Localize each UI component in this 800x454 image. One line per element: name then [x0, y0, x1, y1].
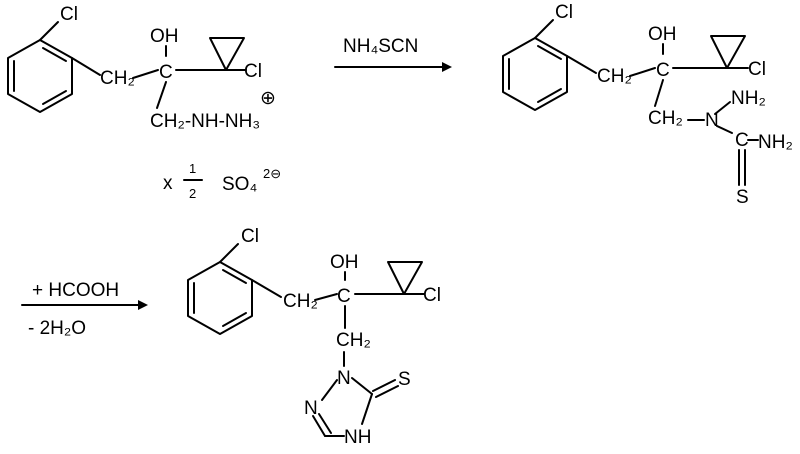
reagent-formic-acid: + HCOOH [32, 280, 119, 301]
product2-cyclopropyl-cl: Cl [423, 285, 441, 306]
reactant-positive-charge: ⊕ [260, 88, 276, 109]
arrow-2-head [138, 300, 148, 310]
product2-n1-cs-bond [351, 377, 373, 395]
product2-ring-n1: N [337, 368, 351, 389]
product2-ch2-c-bond [314, 293, 338, 301]
product1-n-atom: N [705, 110, 719, 131]
reagent-ammonium-thiocyanate: NH₄SCN [343, 36, 418, 57]
reagent-water-loss: - 2H₂O [28, 318, 86, 339]
product2-ring-double-bond [222, 269, 247, 284]
product1-hydroxy: OH [648, 24, 677, 45]
arrow-1-head [442, 62, 452, 72]
product1-side-ch2: CH₂ [648, 108, 683, 129]
reaction-arrow-2: + HCOOH - 2H₂O [21, 280, 148, 339]
product1-c-ch2-bond [654, 79, 664, 107]
product1-n-c-bond [716, 125, 733, 134]
reactant-benzylic-ch2: CH₂ [100, 68, 135, 89]
product2-n1-n2-bond [321, 379, 338, 401]
reactant-side-chain: CH₂-NH-NH₃ [150, 111, 260, 132]
reactant-ring-ch2-bond [71, 57, 101, 76]
product1-benzylic-ch2: CH₂ [597, 66, 632, 87]
reactant-cyclopropyl-cl: Cl [244, 61, 262, 82]
product2-cs-nh-bond [361, 393, 373, 425]
reactant-molecule: Cl CH₂ C OH Cl CH₂-NH-NH₃ ⊕ [7, 4, 276, 132]
triazolethione-product: Cl CH₂ C OH Cl CH₂ N N NH S [187, 226, 441, 448]
product2-ring-ch2-bond [251, 279, 282, 298]
product2-cyclopropane-ring [387, 261, 423, 295]
product1-ring-double-bond [537, 88, 562, 103]
product2-c-s-bond-b [375, 385, 399, 398]
product1-ring-ch2-bond [566, 55, 597, 74]
reactant-c-ch2-bond [156, 81, 167, 109]
product1-thio-c: C [735, 130, 749, 151]
counterion-fraction-denominator: 2 [189, 186, 196, 201]
reactant-hydroxy: OH [150, 26, 179, 47]
product2-ring-ch2: CH₂ [336, 330, 371, 351]
product1-aryl-cl-bond [534, 19, 554, 39]
reactant-aryl-cl-bond [39, 21, 59, 41]
reactant-aryl-cl: Cl [60, 4, 78, 25]
counterion-anion-charge: 2⊖ [263, 166, 281, 181]
product2-aryl-cl: Cl [241, 226, 259, 247]
product2-benzylic-ch2: CH₂ [283, 291, 318, 312]
product1-quaternary-c: C [656, 60, 670, 81]
product1-ring-double-bond [537, 45, 562, 60]
counterion-sulfate: x 1 2 SO₄ 2⊖ [163, 161, 281, 201]
product1-nh2-top: NH₂ [731, 88, 766, 109]
product1-nh2-right: NH₂ [758, 132, 793, 153]
reactant-ring-double-bond [42, 90, 67, 105]
reactant-quaternary-c: C [159, 62, 173, 83]
product2-c-s-bond-a [372, 379, 396, 392]
reactant-ch2-c-bond [132, 69, 159, 79]
reactant-ring-double-bond [42, 47, 67, 62]
product2-ring-n2: N [304, 398, 318, 419]
product1-benzene-ring [502, 37, 568, 111]
product2-ring-nh: NH [344, 427, 371, 448]
counterion-multiplier: x [163, 173, 173, 194]
product1-cyclopropane-ring [710, 35, 746, 69]
product1-aryl-cl: Cl [555, 2, 573, 23]
counterion-anion: SO₄ [222, 174, 257, 195]
reaction-arrow-1: NH₄SCN [334, 36, 452, 72]
counterion-fraction-numerator: 1 [189, 161, 196, 176]
product2-aryl-cl-bond [219, 243, 239, 263]
product2-n2-ch-bond-a [312, 415, 326, 437]
product2-ring-double-bond [222, 312, 247, 327]
reactant-cyclopropane-ring [209, 37, 245, 71]
product2-thione-s: S [398, 369, 411, 390]
product2-quaternary-c: C [337, 286, 351, 307]
product2-n2-ch-bond-b [318, 413, 332, 434]
product1-sulfur: S [736, 187, 749, 208]
product2-benzene-ring [187, 261, 253, 335]
thiosemicarbazide-product: Cl CH₂ C OH Cl CH₂ N NH₂ C NH₂ S [502, 2, 793, 208]
reactant-benzene-ring [7, 39, 73, 113]
product2-hydroxy: OH [330, 252, 359, 273]
product1-n-nh2-bond [714, 101, 731, 115]
product1-cyclopropyl-cl: Cl [748, 59, 766, 80]
product1-ch2-c-bond [629, 67, 656, 77]
